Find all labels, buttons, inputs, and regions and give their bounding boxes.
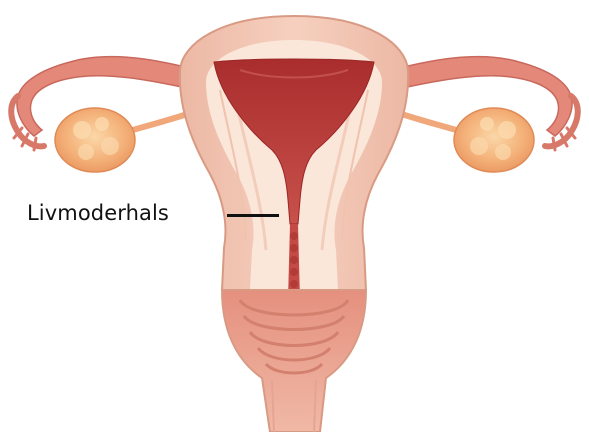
- cervix-label: Livmoderhals: [27, 199, 169, 227]
- left-ovary: [55, 108, 135, 172]
- right-ovary: [454, 108, 534, 172]
- cervix-leader-line: [227, 214, 279, 217]
- vagina: [222, 290, 366, 432]
- cervical-canal: [288, 224, 300, 300]
